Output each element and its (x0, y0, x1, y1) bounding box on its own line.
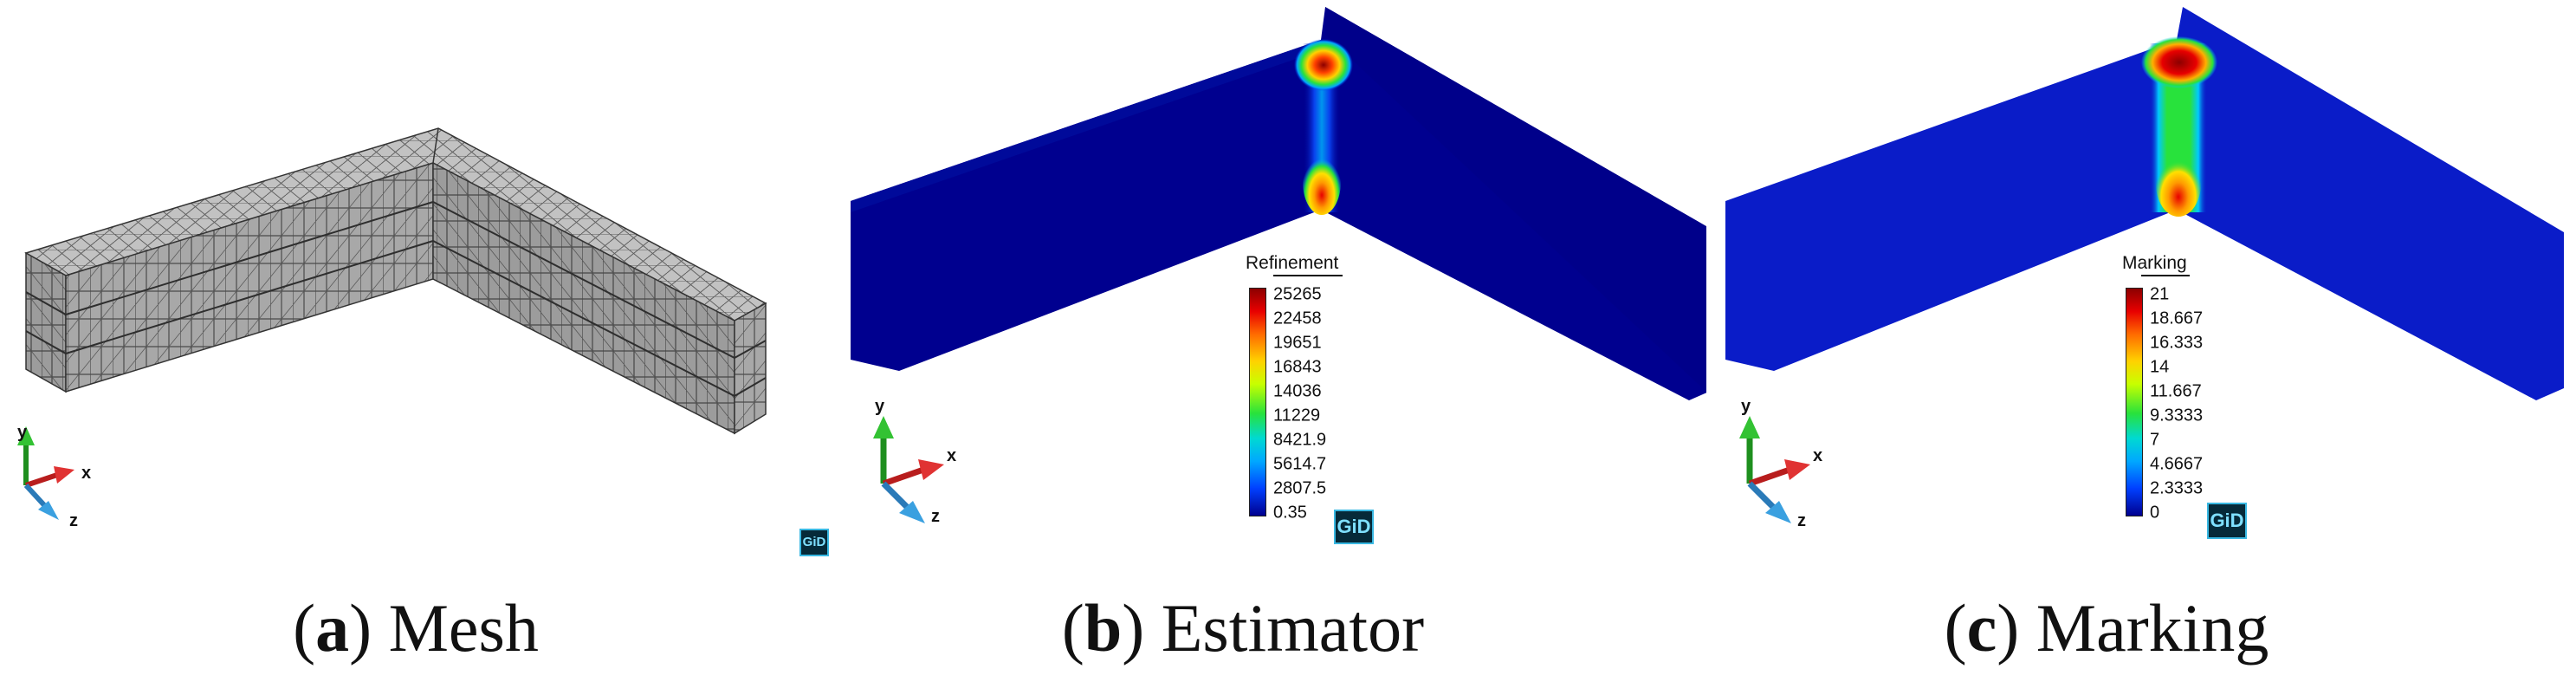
caption-text: Estimator (1144, 590, 1425, 666)
estimator-hot-bottom (1303, 149, 1341, 215)
legend-value: 4.6667 (2150, 454, 2204, 474)
axis-z-label: z (69, 511, 78, 530)
legend-values: 21 18.667 16.333 14 11.667 9.3333 7 4.66… (2150, 285, 2271, 523)
legend-title: Marking (2122, 253, 2190, 276)
panel-estimator: Refinement 25265 22458 19651 16843 14036… (799, 0, 1706, 695)
gid-logo: GiD (1334, 510, 1374, 544)
legend-value: 0 (2150, 503, 2160, 523)
axis-y-label: y (875, 397, 885, 416)
gid-logo-small: GiD (799, 529, 829, 556)
axis-y-label: y (17, 423, 28, 442)
panel-mesh: y x z (a) Mesh (0, 0, 832, 695)
axis-triad (1739, 416, 1810, 523)
axis-x-label: x (81, 464, 92, 483)
mesh-view (24, 127, 767, 435)
legend-value: 5614.7 (1273, 454, 1327, 474)
legend-colorbar (2126, 288, 2143, 516)
estimator-hot-top (1294, 39, 1353, 91)
axis-triad (17, 426, 74, 520)
legend-value: 16843 (1273, 357, 1322, 377)
legend-value: 9.3333 (2150, 406, 2204, 425)
estimator-left-wall (851, 40, 1321, 371)
marking-hot-bottom (2156, 151, 2201, 217)
legend-value: 22458 (1273, 309, 1322, 328)
caption-mesh: (a) Mesh (293, 590, 539, 666)
legend-value: 14036 (1273, 381, 1322, 401)
axis-z-label: z (931, 507, 940, 526)
legend-value: 14 (2150, 357, 2170, 377)
axis-y-label: y (1741, 397, 1751, 416)
gid-logo: GiD (2207, 503, 2247, 539)
legend-value: 21 (2150, 284, 2170, 304)
marking-right-wall (2177, 7, 2564, 400)
legend-value: 8421.9 (1273, 430, 1327, 450)
caption-letter: c (1966, 590, 1997, 666)
marking-hot-top (2141, 36, 2217, 88)
caption-estimator: (b) Estimator (1061, 590, 1425, 666)
caption-marking: (c) Marking (1944, 590, 2269, 666)
caption-text: Marking (2019, 590, 2269, 666)
caption-letter: b (1084, 590, 1123, 666)
mesh-end-face (734, 302, 767, 435)
panel-marking: Marking 21 18.667 16.333 14 11.667 9.333… (1706, 0, 2576, 695)
legend-value: 11.667 (2150, 381, 2202, 401)
marking-view (1725, 7, 2564, 400)
marking-left-wall (1725, 40, 2177, 371)
axis-x-label: x (947, 446, 957, 465)
legend-value: 2807.5 (1273, 478, 1327, 498)
legend-title: Refinement (1246, 253, 1343, 276)
axis-triad (873, 416, 944, 523)
legend-colorbar (1249, 288, 1266, 516)
legend-value: 18.667 (2150, 309, 2204, 328)
axis-z-label: z (1797, 511, 1806, 530)
legend-value: 7 (2150, 430, 2160, 450)
legend-value: 0.35 (1273, 503, 1307, 523)
axis-x-label: x (1813, 446, 1823, 465)
caption-text: Mesh (372, 590, 539, 666)
legend-value: 2.3333 (2150, 478, 2204, 498)
legend-value: 11229 (1273, 406, 1321, 425)
mesh-left-face (25, 251, 67, 393)
legend-value: 19651 (1273, 333, 1322, 353)
legend-value: 25265 (1273, 284, 1322, 304)
legend-value: 16.333 (2150, 333, 2204, 353)
caption-letter: a (315, 590, 350, 666)
estimator-view (851, 7, 1706, 400)
legend-values: 25265 22458 19651 16843 14036 11229 8421… (1273, 285, 1395, 523)
